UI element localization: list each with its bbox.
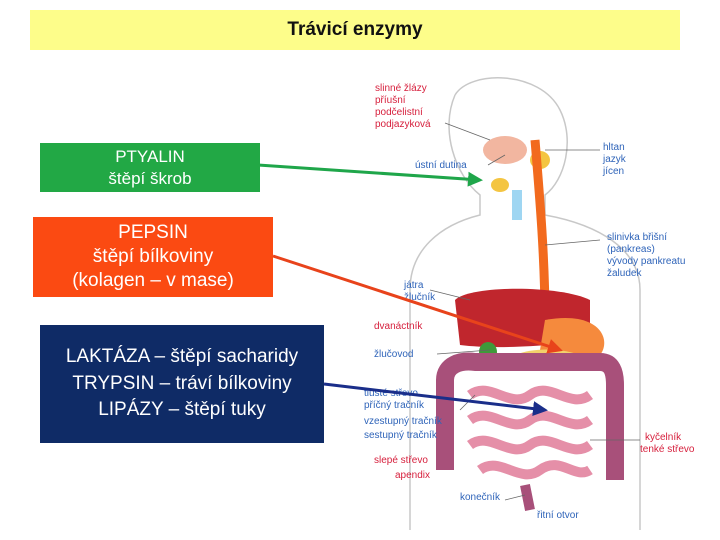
label-pancreas-0: slinivka břišní [607,232,667,243]
label-colon-1: příčný tračník [364,400,425,411]
lactase-line: LAKTÁZA – štěpí sacharidy [65,346,299,368]
ptyalin-function: štěpí škrob [108,168,192,188]
label-glands-3: podjazyková [375,119,431,130]
small-intestine [467,385,593,480]
page-title: Trávicí enzymy [287,19,423,40]
pepsin-box: PEPSIN štěpí bílkoviny (kolagen – v mase… [33,217,273,297]
oral-cavity [483,136,527,164]
pepsin-name: PEPSIN [118,222,188,244]
label-small-intestine: tenké střevo [640,444,695,455]
ptyalin-arrow [257,163,483,187]
label-tongue: jazyk [602,154,627,165]
label-liver: játra [403,280,424,291]
label-ileum: kyčelník [645,432,682,443]
label-pharynx: hltan [603,142,625,153]
large-intestine [436,352,624,480]
label-rectum: konečník [460,492,501,503]
anatomy-labels: slinné žlázy příušní podčelistní podjazy… [364,83,695,521]
label-colon-0: tlusté střevo [364,388,418,399]
trypsin-line: TRYPSIN – tráví bílkoviny [72,372,292,394]
rectum [520,484,535,511]
label-mouth: ústní dutina [415,160,467,171]
salivary-gland-icon [491,178,509,192]
label-colon-2: vzestupný tračník [364,416,443,427]
label-esophagus: jícen [602,166,624,177]
ptyalin-name: PTYALIN [115,147,185,167]
label-stomach: žaludek [607,268,642,279]
pepsin-note: (kolagen – v mase) [72,269,234,291]
intestinal-enzymes-box: LAKTÁZA – štěpí sacharidy TRYPSIN – tráv… [40,325,324,443]
title-banner: Trávicí enzymy [30,10,680,50]
label-appendix: apendix [395,470,430,481]
label-pancreas-2: vývody pankreatu [607,256,685,267]
intestinal-enzymes-arrow [323,382,548,417]
label-glands-1: příušní [375,95,406,106]
label-colon-3: sestupný tračník [364,430,438,441]
label-cecum: slepé střevo [374,455,428,466]
trachea [512,190,522,220]
lipase-line: LIPÁZY – štěpí tuky [98,399,266,421]
pepsin-function: štěpí bílkoviny [92,246,214,268]
pepsin-arrow [272,254,563,354]
label-gallbladder: žlučník [404,292,436,303]
label-duodenum: dvanáctník [374,321,423,332]
label-bile-duct: žlučovod [374,349,413,360]
body-outline [409,77,641,530]
label-pancreas-1: (pankreas) [607,244,655,255]
label-anus: řitní otvor [537,510,579,521]
label-glands-2: podčelistní [375,107,423,118]
ptyalin-box: PTYALIN štěpí škrob [40,143,260,192]
leader-lines [429,122,640,501]
label-glands-0: slinné žlázy [375,83,427,94]
